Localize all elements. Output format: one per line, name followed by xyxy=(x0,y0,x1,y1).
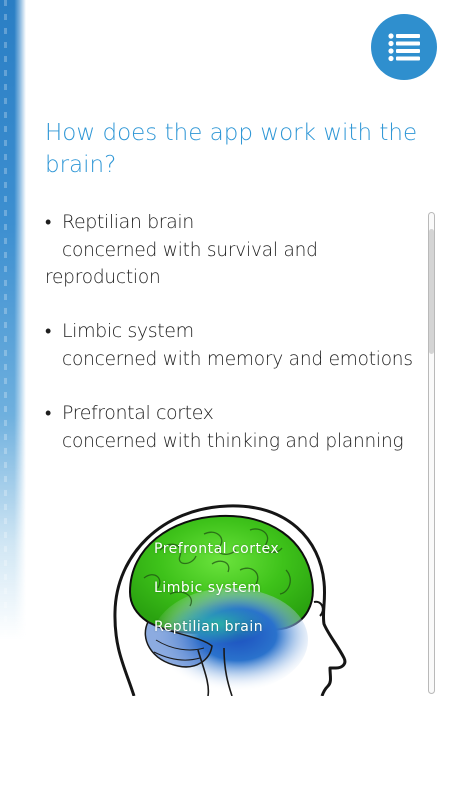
brain-parts-list: • Reptilian brain concerned with survival… xyxy=(45,208,421,481)
list-item-limbic: • Limbic system concerned with memory and… xyxy=(45,317,421,373)
scrollbar[interactable] xyxy=(428,212,435,694)
page-title: How does the app work with the brain? xyxy=(45,120,418,178)
prefrontal-heading: Prefrontal cortex xyxy=(62,402,214,424)
label-prefrontal-cortex: Prefrontal cortex xyxy=(154,541,280,557)
list-menu-icon xyxy=(388,33,420,62)
brain-illustration: Prefrontal cortex Limbic system Reptilia… xyxy=(100,500,360,696)
label-limbic-system: Limbic system xyxy=(154,580,262,596)
limbic-heading: Limbic system xyxy=(62,320,194,342)
list-item-prefrontal: • Prefrontal cortex concerned with thinki… xyxy=(45,399,421,455)
bullet-icon: • xyxy=(45,212,51,233)
prefrontal-description: concerned with thinking and planning xyxy=(62,431,404,452)
reptilian-description: concerned with survival and reproduction xyxy=(45,240,318,288)
label-reptilian-brain: Reptilian brain xyxy=(154,619,264,635)
bullet-icon: • xyxy=(45,403,51,424)
decorative-side-stripe xyxy=(0,0,26,640)
reptilian-heading: Reptilian brain xyxy=(62,211,194,233)
head-brain-drawing xyxy=(113,504,347,696)
list-item-heading: • Prefrontal cortex xyxy=(45,399,421,428)
list-item-heading: • Limbic system xyxy=(45,317,421,346)
menu-button[interactable] xyxy=(371,14,437,80)
list-item-reptilian: • Reptilian brain concerned with survival… xyxy=(45,208,421,291)
list-item-heading: • Reptilian brain xyxy=(45,208,421,237)
limbic-description: concerned with memory and emotions xyxy=(62,349,413,370)
scrollbar-thumb[interactable] xyxy=(429,229,434,354)
bullet-icon: • xyxy=(45,321,51,342)
